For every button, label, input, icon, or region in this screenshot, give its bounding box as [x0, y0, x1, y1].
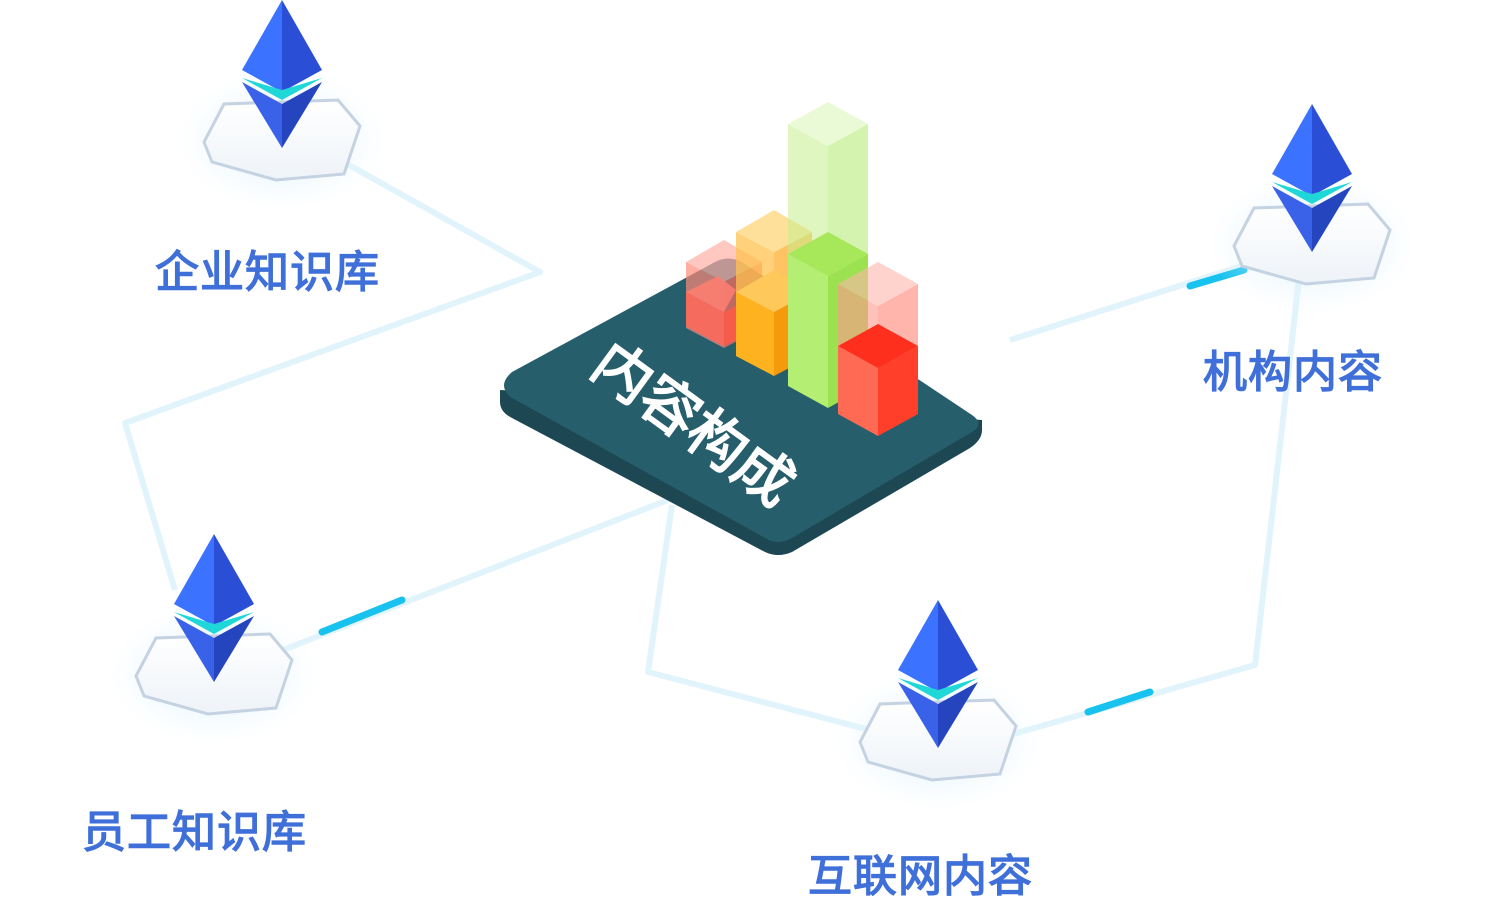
node-employee-kb[interactable]: [109, 534, 319, 744]
link-institution-to-hub: [1009, 262, 1246, 343]
node-label-enterprise-kb: 企业知识库: [155, 247, 380, 298]
platform-top: [504, 258, 979, 542]
gem-icon: [174, 534, 254, 682]
gem-icon: [1272, 104, 1352, 252]
hub-platform: 内容构成: [500, 258, 982, 555]
link-hub-to-internet: [645, 504, 871, 733]
node-institution-content[interactable]: [1207, 104, 1417, 314]
gem-icon: [242, 0, 322, 148]
node-internet-content[interactable]: [833, 600, 1043, 810]
node-label-employee-kb: 员工知识库: [82, 807, 307, 858]
gem-icon: [898, 600, 978, 748]
link-accent: [1084, 688, 1154, 716]
node-label-institution-content: 机构内容: [1203, 347, 1383, 398]
bar-red-left: [686, 276, 736, 346]
link-enterprise-to-employee: [122, 157, 543, 591]
node-label-internet-content: 互联网内容: [808, 851, 1033, 902]
bar-group: [686, 102, 918, 436]
bar-red-front: [838, 324, 918, 436]
link-accent: [318, 596, 406, 636]
node-enterprise-kb[interactable]: [177, 0, 387, 210]
